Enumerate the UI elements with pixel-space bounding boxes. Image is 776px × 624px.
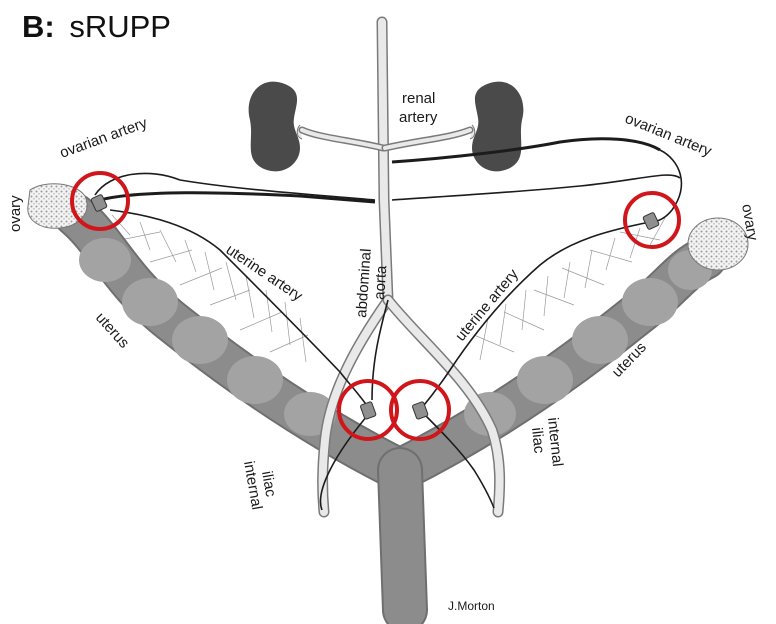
left-kidney — [249, 82, 302, 172]
label-ovary-left: ovary — [7, 195, 24, 232]
left-ovary — [28, 184, 87, 229]
label-renal-line2: artery — [399, 109, 438, 126]
label-renal-line1: renal — [402, 90, 435, 107]
figure-title: B: sRUPP — [22, 9, 171, 44]
label-abdominal-line2: aorta — [371, 264, 390, 300]
credit-label: J.Morton — [448, 599, 495, 613]
clip-right-uterine — [391, 381, 449, 439]
uterus — [75, 215, 712, 610]
figure-title-prefix: B: — [22, 9, 55, 44]
clip-right-ovarian — [625, 193, 679, 247]
label-internal-iliac-right-line2: iliac — [528, 427, 548, 455]
label-ovarian-artery-right: ovarian artery — [623, 110, 715, 160]
label-ovarian-artery-left: ovarian artery — [58, 114, 150, 162]
right-ovary — [688, 218, 748, 270]
label-uterine-artery-right: uterine artery — [452, 266, 522, 345]
right-kidney — [470, 82, 523, 172]
label-uterus-left: uterus — [92, 309, 133, 351]
figure-title-main: sRUPP — [69, 9, 171, 44]
